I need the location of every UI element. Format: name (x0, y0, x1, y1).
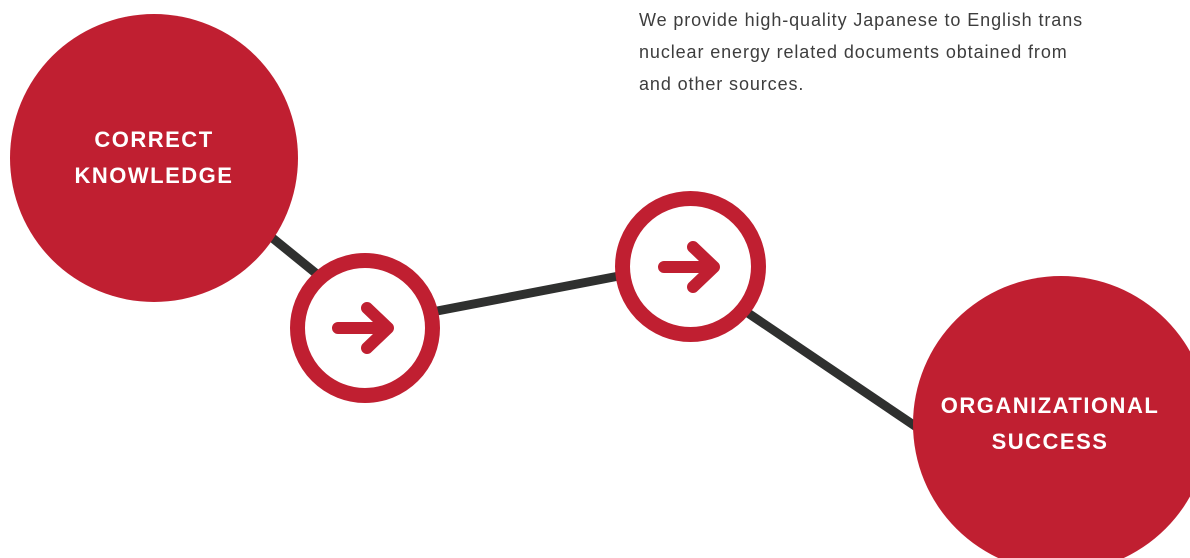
node-label: KNOWLEDGE (74, 163, 234, 188)
connector-line (436, 271, 620, 316)
node-label: SUCCESS (991, 429, 1109, 454)
arrow-node (290, 253, 440, 403)
intro-line: and other sources. (639, 74, 805, 94)
connector-line (742, 307, 921, 432)
intro-line: We provide high-quality Japanese to Engl… (639, 10, 1084, 30)
arrow-node (615, 191, 766, 342)
organizational-success-node: ORGANIZATIONAL SUCCESS (913, 276, 1190, 558)
connector-line (267, 232, 321, 279)
node-label: CORRECT (94, 127, 214, 152)
arrow-right-icon (657, 240, 720, 293)
intro-paragraph: We provide high-quality Japanese to Engl… (639, 4, 1190, 100)
correct-knowledge-node: CORRECT KNOWLEDGE (10, 14, 298, 302)
node-label: ORGANIZATIONAL (940, 393, 1160, 418)
arrow-right-icon (332, 302, 394, 354)
intro-line: nuclear energy related documents obtaine… (639, 42, 1068, 62)
